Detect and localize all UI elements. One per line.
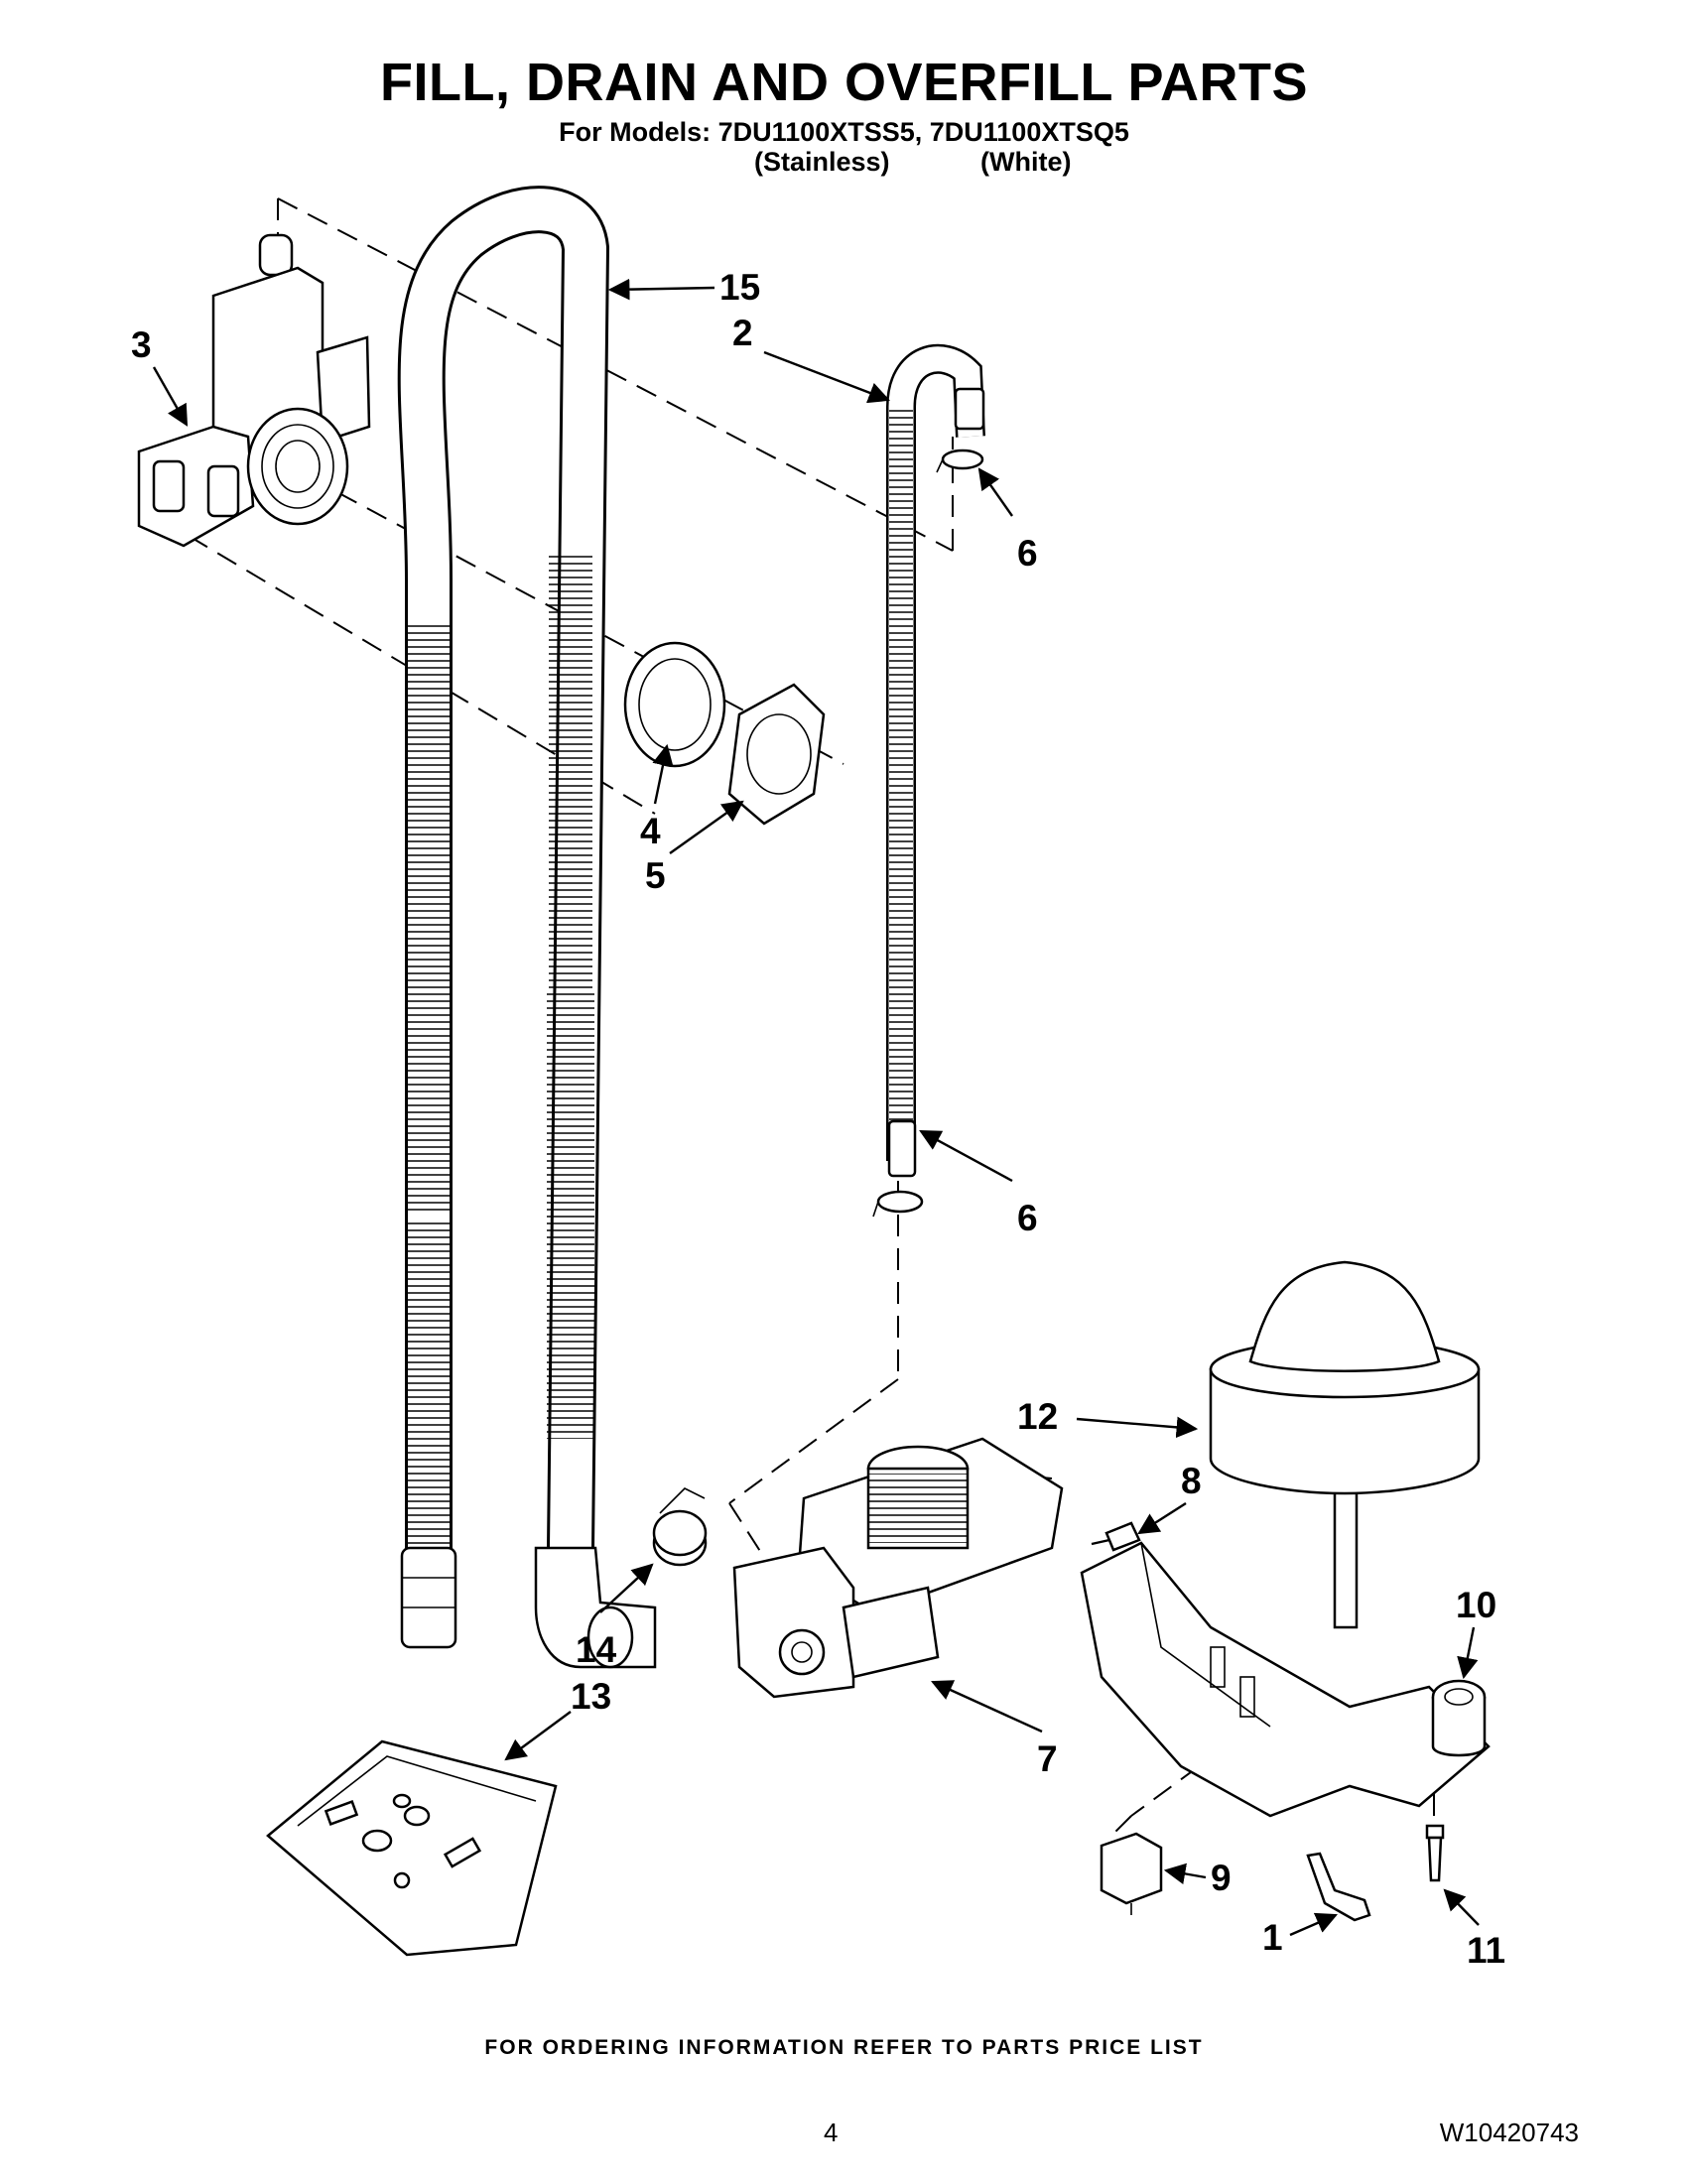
leader-lines bbox=[152, 278, 1480, 1937]
part-2-fill-hose bbox=[886, 343, 985, 1178]
callout-6-lower: 6 bbox=[1017, 1198, 1038, 1238]
callout-13: 13 bbox=[571, 1676, 611, 1717]
callout-7: 7 bbox=[1037, 1738, 1058, 1779]
part-15-drain-hose bbox=[397, 186, 657, 1669]
document-id: W10420743 bbox=[1439, 2118, 1579, 2147]
callout-2: 2 bbox=[732, 313, 753, 353]
callout-6-upper: 6 bbox=[1017, 533, 1038, 574]
ordering-note: FOR ORDERING INFORMATION REFER TO PARTS … bbox=[484, 2036, 1204, 2059]
part-14-hose-clamp bbox=[652, 1487, 708, 1567]
part-7-water-valve bbox=[732, 1437, 1064, 1699]
callout-1: 1 bbox=[1262, 1917, 1283, 1958]
callout-10: 10 bbox=[1456, 1585, 1496, 1625]
page-number: 4 bbox=[824, 2118, 839, 2147]
variant-stainless: (Stainless) bbox=[754, 147, 890, 177]
page-title: FILL, DRAIN AND OVERFILL PARTS bbox=[380, 53, 1308, 112]
callout-11: 11 bbox=[1467, 1930, 1505, 1971]
part-13-parts-bag bbox=[266, 1739, 558, 1957]
part-11-screw bbox=[1425, 1824, 1445, 1882]
part-6-clamp-upper bbox=[936, 449, 984, 473]
models-line: For Models: 7DU1100XTSS5, 7DU1100XTSQ5 bbox=[559, 117, 1129, 147]
part-1-actuator-lever bbox=[1306, 1852, 1371, 1922]
part-3-air-gap-bracket bbox=[137, 233, 371, 548]
variant-white: (White) bbox=[980, 147, 1072, 177]
part-4-gasket bbox=[623, 641, 726, 768]
callout-15: 15 bbox=[719, 267, 760, 308]
part-12-float bbox=[1209, 1260, 1481, 1629]
callout-3: 3 bbox=[131, 324, 152, 365]
part-10-grommet bbox=[1431, 1679, 1487, 1757]
callout-4: 4 bbox=[640, 811, 661, 851]
callout-5: 5 bbox=[645, 855, 666, 896]
part-6-clamp-lower bbox=[872, 1190, 924, 1218]
callout-14: 14 bbox=[576, 1629, 617, 1670]
callout-12: 12 bbox=[1017, 1396, 1058, 1437]
callout-8: 8 bbox=[1181, 1461, 1202, 1501]
part-5-nut bbox=[727, 683, 826, 826]
part-9-switch bbox=[1100, 1832, 1163, 1915]
overfill-bracket bbox=[1080, 1541, 1491, 1818]
callout-9: 9 bbox=[1211, 1858, 1232, 1898]
part-8-screw bbox=[1091, 1521, 1141, 1552]
